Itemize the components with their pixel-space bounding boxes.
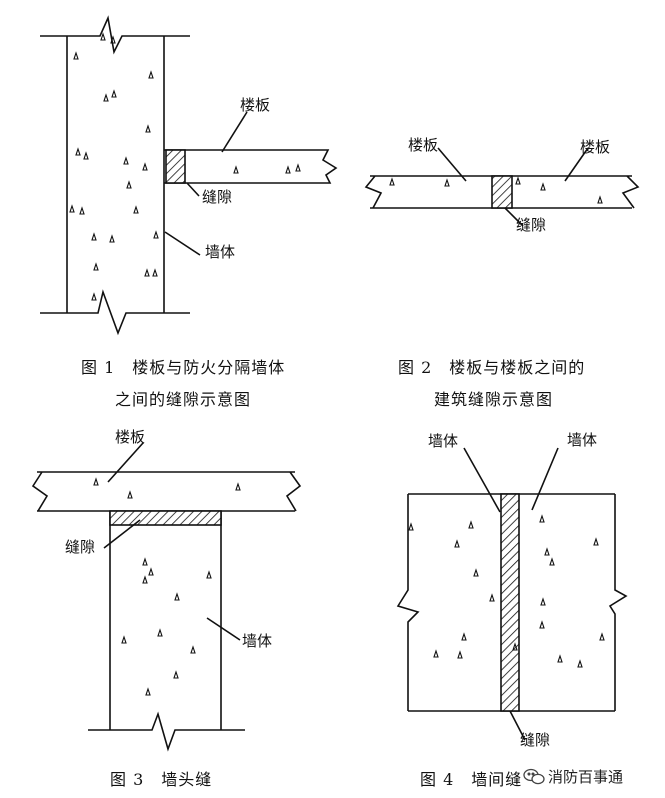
fig4-gap-hatch xyxy=(500,493,520,712)
fig1-wall-outline xyxy=(40,15,190,336)
fig3-drawing xyxy=(31,442,302,752)
watermark-text: 消防百事通 xyxy=(548,768,624,786)
fig2-label-gap: 缝隙 xyxy=(516,216,547,234)
fig1-gap-hatch xyxy=(165,149,186,184)
fig1-caption-line1: 图 1 楼板与防火分隔墙体 xyxy=(81,358,286,377)
fig1-caption-line2: 之间的缝隙示意图 xyxy=(115,390,252,409)
fig2-gap-hatch xyxy=(491,175,513,209)
fig4-drawing xyxy=(396,447,628,741)
fig2-caption-line1: 图 2 楼板与楼板之间的 xyxy=(398,358,586,377)
fig2-drawing xyxy=(364,147,640,227)
fig1-label-slab: 楼板 xyxy=(240,96,271,114)
fig4-label-gap: 缝隙 xyxy=(520,731,551,749)
fig1-slab-outline xyxy=(164,149,338,184)
fig3-label-slab: 楼板 xyxy=(115,428,146,446)
aggregate-marks xyxy=(69,32,605,696)
fig3-label-gap: 缝隙 xyxy=(65,538,96,556)
fig1-drawing xyxy=(40,15,338,336)
fig4-label-wall-left: 墙体 xyxy=(428,432,459,450)
fig2-caption-line2: 建筑缝隙示意图 xyxy=(434,390,554,409)
fig3-caption: 图 3 墙头缝 xyxy=(110,770,213,789)
fig3-gap-hatch xyxy=(109,510,222,526)
fig3-wall-outline xyxy=(88,511,245,752)
fig2-label-slab-right: 楼板 xyxy=(580,138,611,156)
wechat-icon xyxy=(523,768,545,785)
fig1-label-gap: 缝隙 xyxy=(202,188,233,206)
fig4-caption: 图 4 墙间缝 xyxy=(420,770,523,789)
fig1-label-wall: 墙体 xyxy=(205,243,236,261)
fig3-slab-outline xyxy=(31,471,302,512)
fig3-label-wall: 墙体 xyxy=(242,632,273,650)
fig4-label-wall-right: 墙体 xyxy=(567,431,598,449)
fig2-label-slab-left: 楼板 xyxy=(408,136,439,154)
